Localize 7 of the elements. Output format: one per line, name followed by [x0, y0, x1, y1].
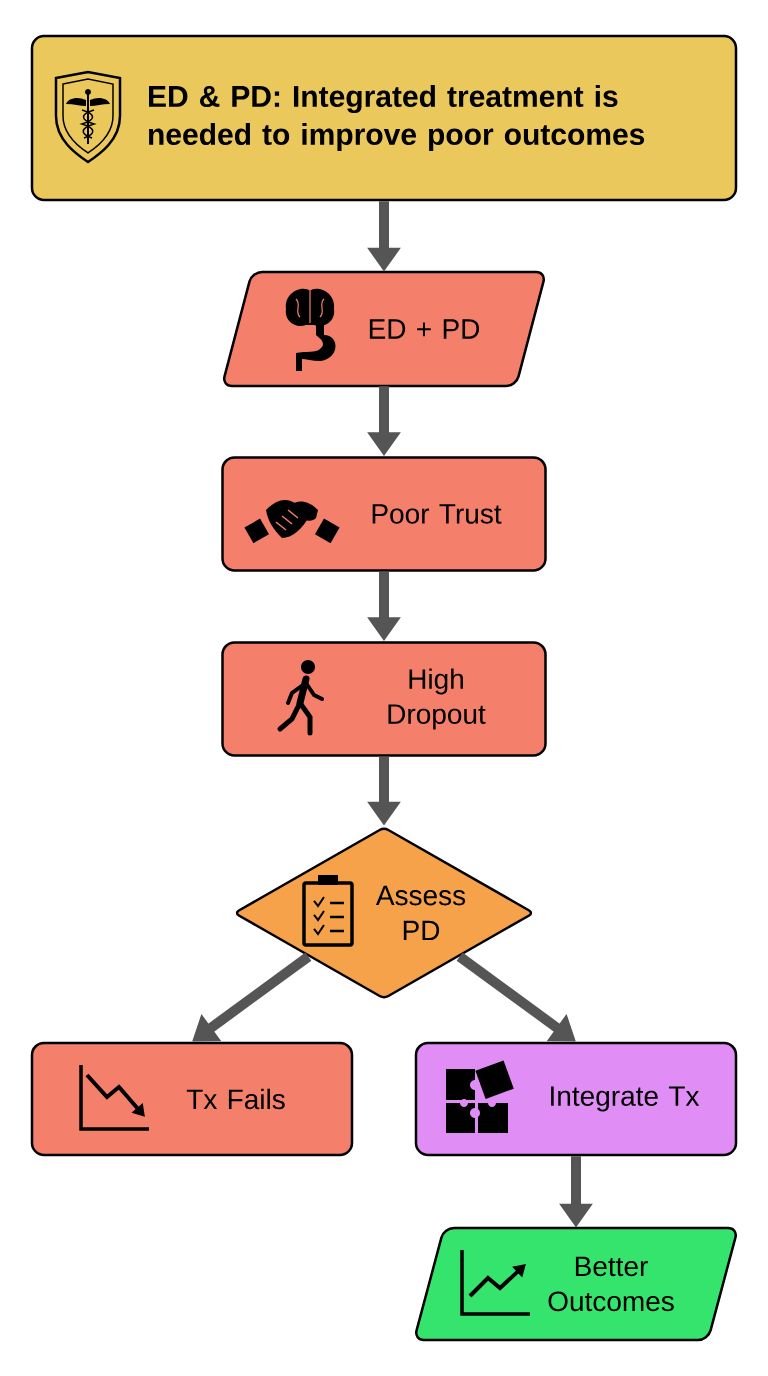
process-box: Poor Trust	[221, 456, 547, 572]
title-box: ED & PD: Integrated treatment is needed to improve poor outcomes	[30, 34, 738, 202]
parallelogram-box: ED + PD	[222, 270, 545, 388]
parallelogram-box: Better Outcomes	[415, 1226, 737, 1342]
process-box: Integrate Tx	[414, 1041, 738, 1157]
process-box: High Dropout	[221, 641, 547, 757]
process-box: Tx Fails	[30, 1041, 354, 1157]
